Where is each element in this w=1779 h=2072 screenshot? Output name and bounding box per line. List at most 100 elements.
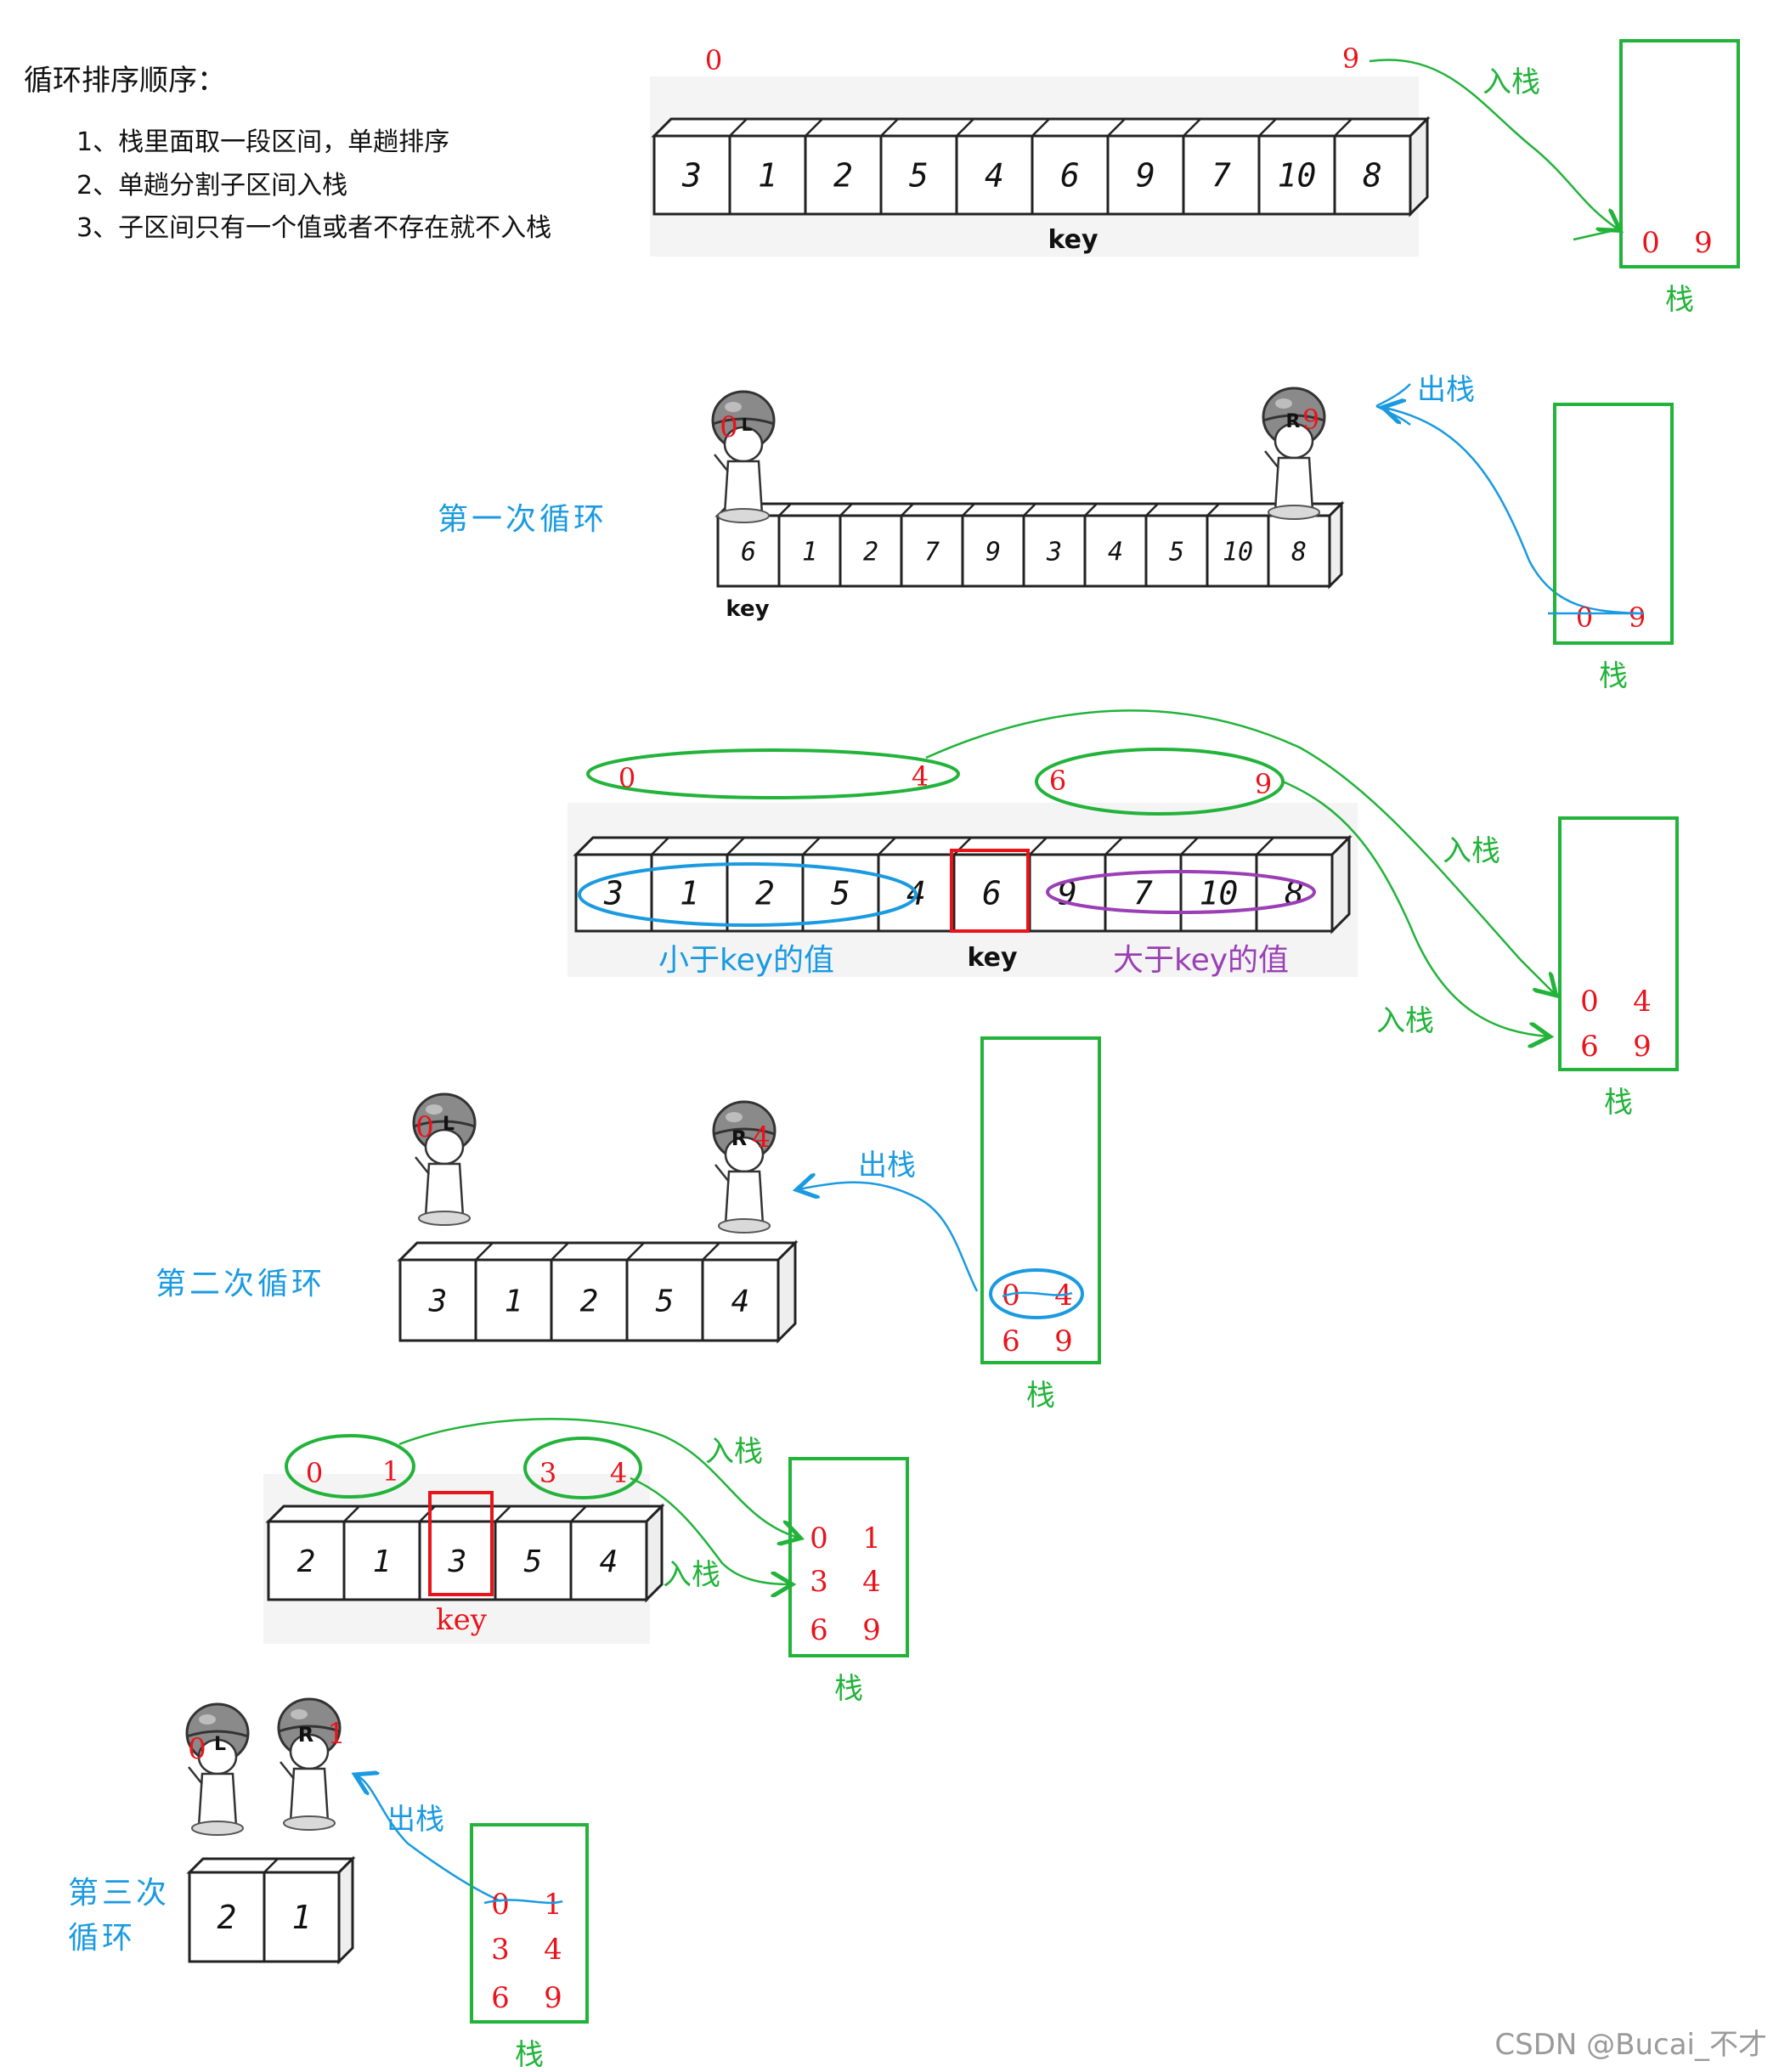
push-label-3a: 入栈 <box>1443 834 1500 868</box>
array-cell <box>1257 134 1336 216</box>
less-oval <box>578 862 918 927</box>
array-cell <box>1144 514 1209 588</box>
left-range-end-5: 1 <box>382 1455 399 1488</box>
right-range-start: 6 <box>1049 765 1066 797</box>
pop-oval-2 <box>989 1268 1084 1319</box>
array-value: 2 <box>217 1899 237 1936</box>
stack-value: 4 <box>1633 985 1652 1019</box>
left-range-oval-5 <box>285 1434 415 1499</box>
array-value: 6 <box>1060 157 1080 195</box>
array-cell <box>900 514 964 588</box>
array-value: 2 <box>833 157 853 195</box>
stack-box <box>470 1823 589 2024</box>
array-side <box>777 1239 797 1344</box>
array-value: 10 <box>1223 537 1253 567</box>
array-value: 2 <box>580 1284 599 1318</box>
push-arrow-3a <box>925 709 1555 994</box>
array-value: 10 <box>1200 875 1239 912</box>
stack-label: 栈 <box>1026 1379 1055 1413</box>
array-value: 3 <box>1046 537 1062 567</box>
stack-label: 栈 <box>1665 283 1694 317</box>
array-value: 1 <box>680 875 699 912</box>
array-value: 4 <box>600 1544 618 1579</box>
key-label-1: key <box>1048 225 1098 255</box>
stack-value: 1 <box>544 1888 562 1922</box>
stack-value: 6 <box>1002 1324 1020 1358</box>
array-value: 2 <box>297 1544 316 1579</box>
array-side <box>1409 116 1429 217</box>
array-value: 6 <box>741 537 756 567</box>
array-cell <box>1028 853 1107 933</box>
stack-value: 9 <box>1054 1324 1073 1358</box>
array-value: 8 <box>1291 537 1307 567</box>
array-value: 7 <box>1133 875 1153 912</box>
push-arrow-5b <box>630 1476 790 1584</box>
array-value: 7 <box>1211 157 1231 195</box>
pop-label-2: 出栈 <box>858 1149 916 1183</box>
array-cell <box>1255 853 1334 933</box>
array-cell <box>1333 134 1412 216</box>
array-top <box>397 1241 799 1262</box>
array-value: 3 <box>603 875 624 912</box>
array-cell <box>263 1871 341 1963</box>
L-label-6: L <box>214 1734 226 1755</box>
stack-value: 0 <box>491 1888 510 1922</box>
array-value: 3 <box>428 1284 448 1318</box>
left-range-start-5: 0 <box>306 1457 323 1489</box>
loop1-label: 第一次循环 <box>438 502 607 537</box>
array-cell <box>1031 134 1110 216</box>
stack-box <box>1553 403 1674 645</box>
array-value: 3 <box>448 1544 467 1579</box>
key-highlight-5 <box>428 1491 494 1596</box>
pop-label-1: 出栈 <box>1417 373 1475 407</box>
right-range-end-5: 4 <box>610 1457 627 1489</box>
L-label-4: L <box>443 1114 455 1135</box>
stack-box <box>1558 816 1679 1071</box>
stack-value: 9 <box>544 1981 562 2015</box>
stack-value: 3 <box>810 1565 828 1599</box>
pop-label-3: 出栈 <box>387 1803 444 1837</box>
array-side <box>1330 834 1351 934</box>
greater-oval <box>1046 870 1316 914</box>
array-value: 5 <box>524 1544 543 1579</box>
stack-value: 0 <box>1576 601 1593 634</box>
array-top <box>265 1505 665 1523</box>
array-value: 9 <box>986 537 1001 567</box>
L-index-2: 0 <box>720 410 738 444</box>
array-value: 4 <box>985 157 1004 195</box>
stack-value: 9 <box>1629 601 1646 634</box>
key-label-2: key <box>726 596 769 622</box>
array-value: 5 <box>1169 537 1184 567</box>
push-arrow-3b <box>1282 780 1548 1036</box>
stack-value: 9 <box>862 1613 881 1647</box>
array-cell <box>418 1520 497 1601</box>
pop-arrow-3 <box>357 1776 502 1903</box>
array-value: 1 <box>758 157 777 195</box>
array-cell <box>188 1871 266 1963</box>
stack-value: 9 <box>1694 226 1713 260</box>
array-value: 6 <box>982 875 1002 912</box>
push-arrow-5a <box>398 1418 799 1538</box>
array-cell <box>398 1258 477 1342</box>
stack-value: 6 <box>810 1613 828 1647</box>
left-range-oval <box>586 748 960 799</box>
array-value: 5 <box>831 875 850 912</box>
pop-arrow-1 <box>1385 408 1641 615</box>
array-cell <box>1022 514 1087 588</box>
push-label-1: 入栈 <box>1482 65 1540 99</box>
array-value: 9 <box>1136 157 1155 195</box>
array-cell <box>701 1258 780 1342</box>
L-index-4: 0 <box>415 1110 434 1144</box>
array-value: 1 <box>505 1284 523 1318</box>
step-3: 3、子区间只有一个值或者不存在就不入栈 <box>76 213 551 243</box>
